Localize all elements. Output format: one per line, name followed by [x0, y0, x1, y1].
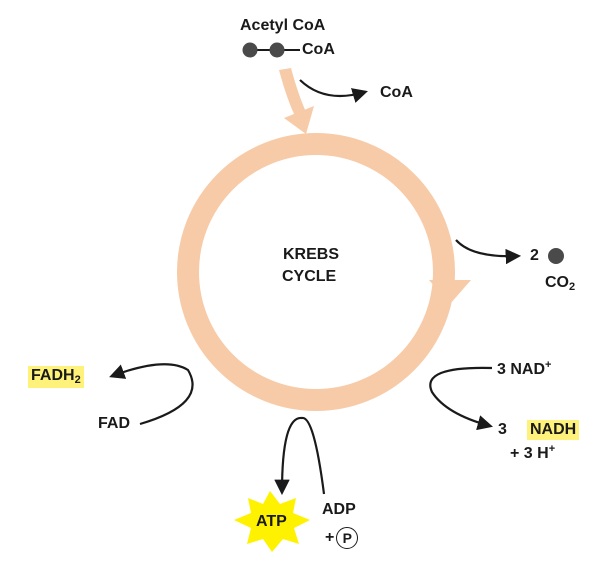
co2-count-label: 2: [530, 247, 539, 264]
fad-label: FAD: [98, 415, 130, 432]
cycle-ring-arrowhead: [429, 280, 471, 304]
krebs-label: KREBS: [283, 246, 340, 263]
co2-release-arrow: [455, 239, 522, 265]
cycle-label: CYCLE: [282, 268, 337, 285]
atp-label: ATP: [256, 513, 287, 530]
acetyl-entry-stem: [279, 68, 306, 118]
fadh2-label: FADH2: [28, 366, 84, 388]
acetyl-coa-suffix-label: CoA: [302, 41, 335, 58]
carbon-ball: [548, 248, 564, 264]
acetyl-entry-arrowhead: [284, 106, 314, 134]
cycle-ring: [177, 133, 455, 411]
nad-to-nadh-arrow: [429, 366, 493, 431]
atp-star: [234, 491, 310, 552]
coa-release-arrow: [299, 79, 368, 103]
acetyl-ball-1: [242, 42, 258, 58]
adp-label: ADP: [322, 501, 356, 518]
nadh-coef-label: 3: [498, 421, 507, 438]
nadh-label: NADH: [527, 420, 580, 440]
phosphate-group: +P: [325, 527, 359, 549]
h-plus-label: + 3 H+: [510, 443, 556, 462]
adp-to-atp-arrow: [274, 416, 326, 496]
nad-in-label: 3 NAD+: [497, 359, 552, 378]
coa-released-label: CoA: [380, 84, 413, 101]
fad-to-fadh2-arrow: [109, 363, 194, 426]
acetyl-ball-2: [269, 42, 285, 58]
phosphate-circle: P: [336, 527, 359, 549]
co2-label: CO2: [545, 274, 576, 293]
acetyl-coa-label: Acetyl CoA: [240, 17, 326, 34]
